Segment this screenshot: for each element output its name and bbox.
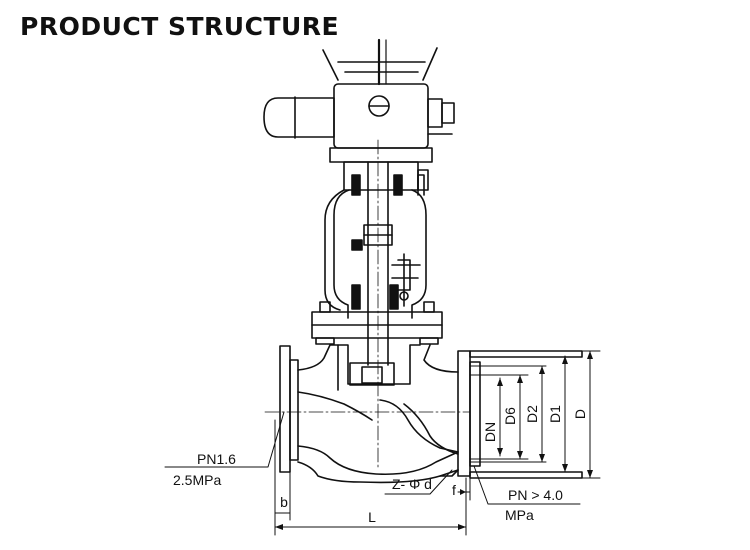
label-pn16: PN1.6 xyxy=(197,451,236,467)
label-d2: D2 xyxy=(524,405,540,423)
valve-body xyxy=(264,344,583,484)
motor xyxy=(263,97,335,138)
label-l: L xyxy=(368,509,376,525)
bonnet-flange xyxy=(311,301,443,345)
cable-gland xyxy=(427,98,443,128)
label-b: b xyxy=(280,494,288,510)
bolt-right xyxy=(423,301,435,313)
stem xyxy=(363,139,393,471)
label-d6: D6 xyxy=(502,407,518,425)
label-dn: DN xyxy=(482,422,498,442)
left-flange xyxy=(279,345,291,473)
actuator xyxy=(263,38,455,191)
label-d: D xyxy=(572,409,588,419)
right-flange xyxy=(457,350,471,477)
yoke xyxy=(324,169,429,319)
label-f: f xyxy=(452,482,456,498)
handwheel xyxy=(322,47,438,81)
label-d1: D1 xyxy=(547,405,563,423)
dimensions xyxy=(164,350,601,536)
labels: DN D6 D2 D1 D PN1.6 2.5MPa Z- Φ d f PN >… xyxy=(173,405,588,525)
label-z-phi-d: Z- Φ d xyxy=(392,476,432,492)
label-pn40: PN > 4.0 xyxy=(508,487,563,503)
label-mpa25: 2.5MPa xyxy=(173,472,221,488)
page-title: PRODUCT STRUCTURE xyxy=(20,12,340,41)
bolt-left xyxy=(319,301,331,313)
label-mpa: MPa xyxy=(505,507,534,523)
